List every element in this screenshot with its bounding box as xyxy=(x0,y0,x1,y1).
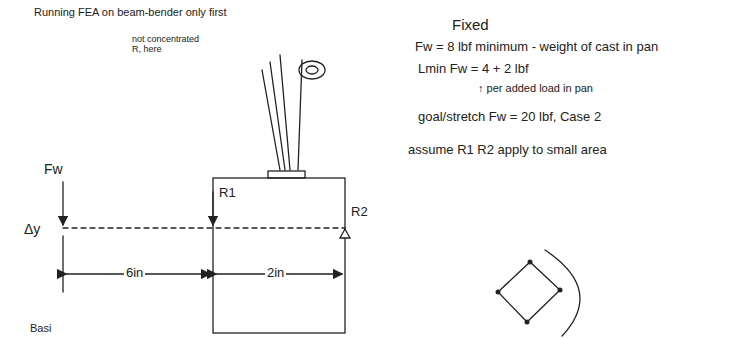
support-bar xyxy=(298,60,302,170)
clamp-knob xyxy=(299,61,325,79)
dimension-label: 6in xyxy=(124,266,145,281)
note-text: Fw = 8 lbf minimum - weight of cast in p… xyxy=(415,40,658,55)
reaction-label: R2 xyxy=(351,205,368,220)
support-bar xyxy=(262,70,280,170)
force-label: Fw xyxy=(44,161,63,177)
reaction-arrow xyxy=(212,192,213,225)
contact-dot xyxy=(525,320,530,325)
note-text: Lmin Fw = 4 + 2 lbf xyxy=(418,62,529,77)
force-arrow xyxy=(62,182,63,225)
area-arc xyxy=(545,250,580,336)
beam-axis xyxy=(63,227,345,228)
clamp-knob xyxy=(306,66,318,74)
beam-block xyxy=(213,178,345,333)
note-text: ↑ per added load in pan xyxy=(478,82,593,95)
contact-dot xyxy=(558,288,563,293)
contact-dot xyxy=(496,290,501,295)
support-bar xyxy=(280,55,290,170)
note-text: Basi xyxy=(30,322,51,335)
contact-area xyxy=(498,262,560,322)
note-text: goal/stretch Fw = 20 lbf, Case 2 xyxy=(418,110,601,125)
deflection-label: Δy xyxy=(24,221,40,237)
sketch-title: Running FEA on beam-bender only first xyxy=(34,6,227,19)
support-bar xyxy=(270,62,285,170)
clamp-plate xyxy=(268,171,305,178)
extension-line xyxy=(62,236,63,292)
note-label: Fixed xyxy=(452,16,489,33)
note-text: assume R1 R2 apply to small area xyxy=(408,143,607,158)
dimension-label: 2in xyxy=(265,266,286,281)
reaction-support xyxy=(340,229,350,238)
note-label: not concentrated R, here xyxy=(132,34,206,55)
contact-dot xyxy=(528,260,533,265)
reaction-label: R1 xyxy=(219,186,236,201)
